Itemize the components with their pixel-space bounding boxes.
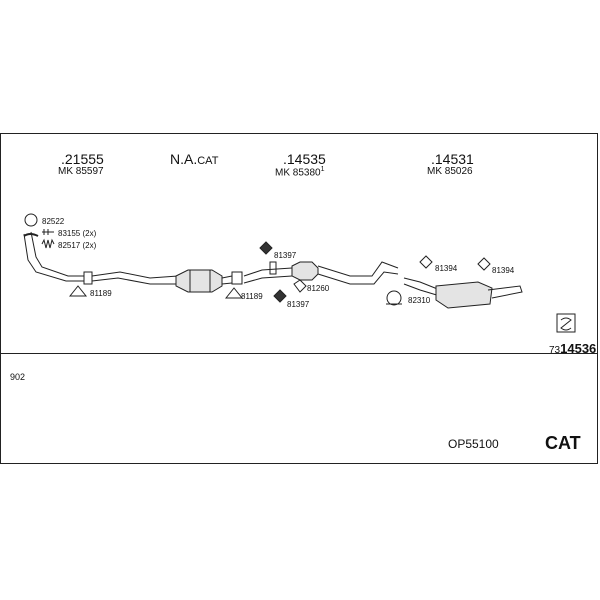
flange-cat [231, 271, 243, 285]
label-81189-cat: 81189 [241, 292, 263, 301]
parts-note-icon [556, 313, 576, 333]
hanger-81397-bottom [273, 289, 287, 303]
bolt-icon-83155 [42, 229, 54, 235]
kit-number: OP55100 [448, 437, 499, 451]
spring-icon-82517 [41, 238, 55, 249]
frame-divider [0, 353, 598, 354]
flange-mid [269, 261, 277, 275]
part-number-front-pipe: .21555 [61, 151, 104, 167]
label-82517: 82517 (2x) [58, 241, 97, 250]
label-81394-left: 81394 [435, 264, 458, 273]
cat-badge: CAT [545, 433, 581, 453]
hanger-81260 [293, 279, 307, 293]
hanger-81397-top [259, 241, 273, 255]
system-code: 7314536 [549, 341, 597, 356]
label-83155: 83155 (2x) [58, 229, 97, 238]
front-pipe-to-cat [91, 271, 179, 285]
label-82522: 82522 [42, 217, 65, 226]
hanger-81394-right [477, 257, 491, 271]
label-82310: 82310 [408, 296, 431, 305]
catalyst [175, 269, 223, 293]
part-number-rear-silencer: .14531 [431, 151, 474, 167]
flange-front [83, 271, 93, 285]
label-81189-front: 81189 [90, 289, 112, 298]
rear-pipe [403, 277, 441, 297]
mk-number-front-pipe: MK 85597 [58, 166, 104, 177]
part-catalyst: N.A.CAT [170, 151, 219, 167]
mk-number-rear-silencer: MK 85026 [427, 166, 473, 177]
gasket-82522 [24, 213, 38, 227]
label-81397-top: 81397 [274, 251, 297, 260]
diagram-frame [0, 133, 598, 464]
label-81394-right: 81394 [492, 266, 515, 275]
hanger-81394-left [419, 255, 433, 269]
clamp-81189-cat [224, 287, 244, 299]
clamp-81189-front [68, 285, 88, 297]
year-code: 902 [10, 372, 26, 382]
front-pipe [23, 231, 84, 282]
label-81260: 81260 [307, 284, 330, 293]
clamp-82310 [386, 290, 402, 306]
rear-silencer [435, 281, 493, 309]
label-81397-bottom: 81397 [287, 300, 310, 309]
part-number-middle-silencer: .14535 [283, 151, 326, 167]
middle-pipe [243, 267, 293, 284]
mk-number-middle-silencer: MK 853801 [275, 166, 325, 179]
middle-silencer [291, 261, 319, 281]
